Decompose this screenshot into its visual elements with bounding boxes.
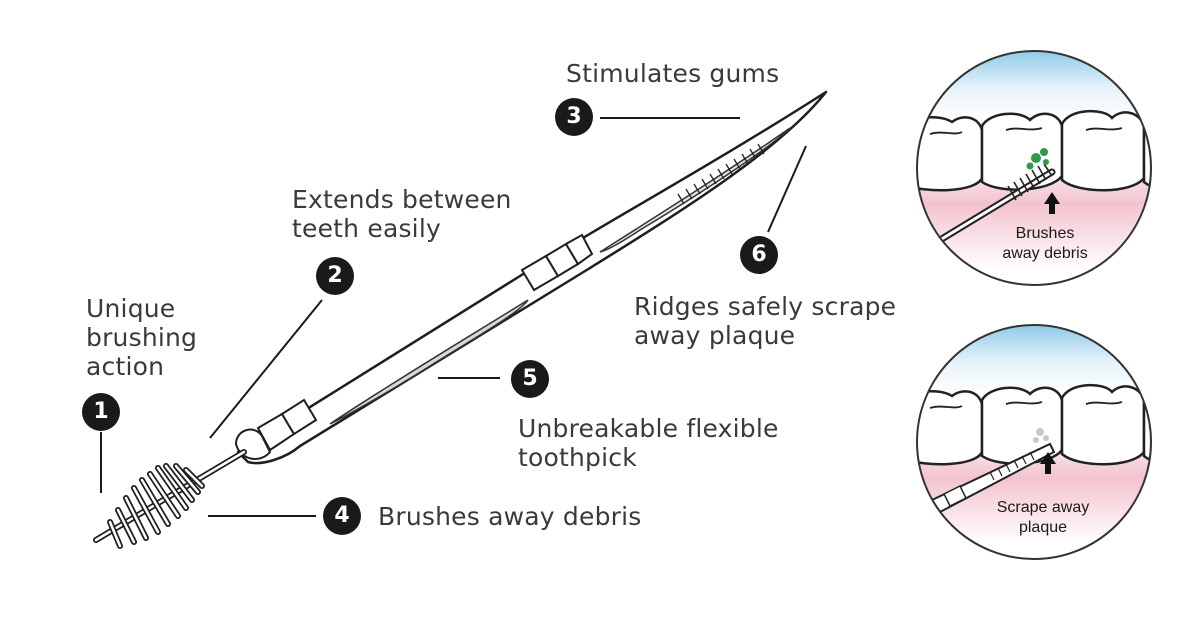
- badge-5: 5: [511, 360, 549, 398]
- feature-label-2: Extends between teeth easily: [292, 185, 512, 243]
- badge-6: 6: [740, 236, 778, 274]
- leader-line-6: [767, 145, 807, 233]
- badge-3: 3: [555, 98, 593, 136]
- leader-lines: [100, 117, 807, 517]
- feature-label-4: Brushes away debris: [378, 502, 642, 531]
- toothpick-illustration: [93, 90, 828, 549]
- inset-caption-scraping: Scrape away plaque: [996, 499, 1090, 536]
- feature-label-3: Stimulates gums: [566, 59, 780, 88]
- feature-label-6: Ridges safely scrape away plaque: [634, 292, 897, 350]
- inset-caption-brushing: Brushes away debris: [1002, 225, 1088, 262]
- badge-2: 2: [316, 257, 354, 295]
- feature-label-5: Unbreakable flexible toothpick: [518, 414, 779, 472]
- badge-4: 4: [323, 497, 361, 535]
- leader-line-2: [209, 299, 323, 439]
- feature-label-1: Unique brushing action: [86, 294, 198, 381]
- badge-1: 1: [82, 393, 120, 431]
- inset-brushing: [916, 50, 1152, 286]
